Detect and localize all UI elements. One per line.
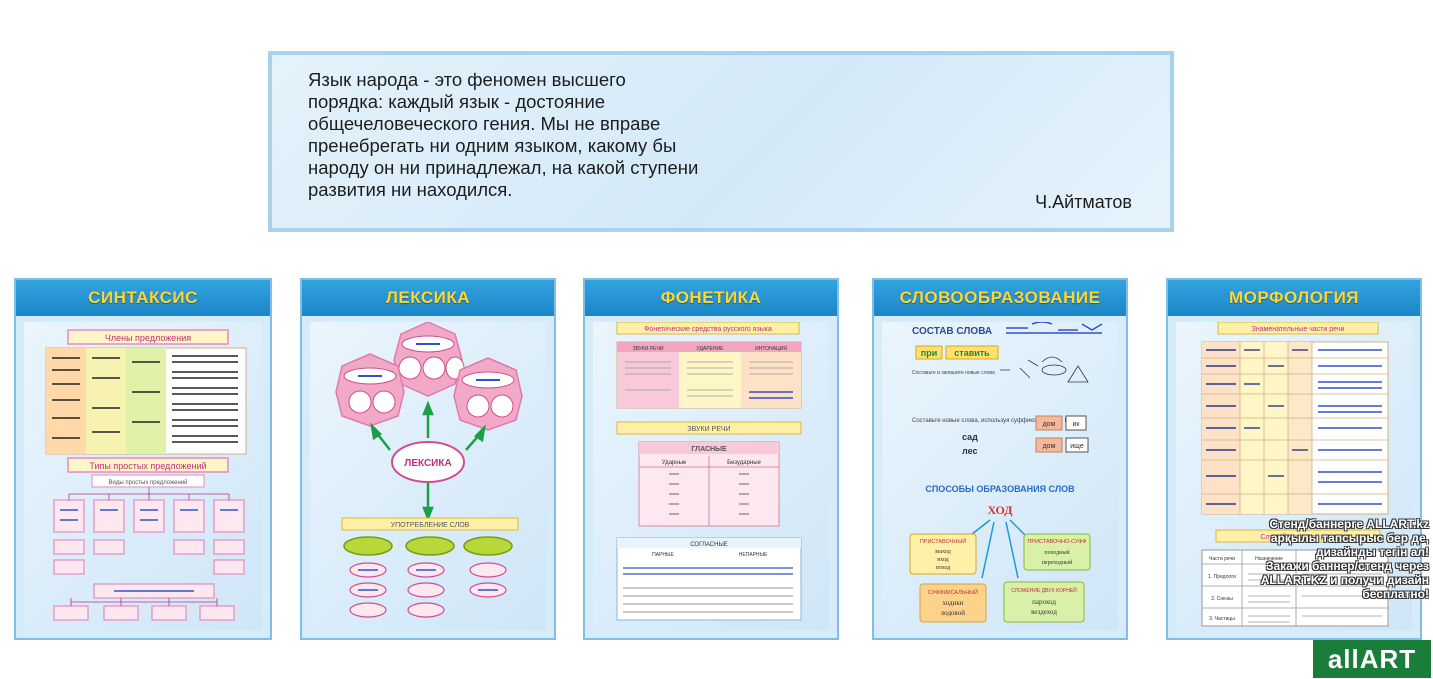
- wordform-diagram: СОСТАВ СЛОВА при ставить Составьте и зап…: [909, 322, 1103, 623]
- panel-header: МОРФОЛОГИЯ: [1168, 280, 1420, 316]
- wf-prefixal-word: вход: [937, 557, 948, 563]
- watermark-line: арқылы тапсырыс бер де,: [1270, 531, 1429, 545]
- syntax-members-label: Члены предложения: [105, 333, 191, 343]
- morph-row: 1. Предлоги: [1208, 574, 1236, 580]
- phon-sounds-label: ЗВУКИ РЕЧИ: [687, 426, 730, 433]
- panel-title: МОРФОЛОГИЯ: [1228, 288, 1360, 307]
- quote-line: народу он ни принадлежал, на какой ступе…: [308, 157, 699, 178]
- wf-composition: СОСТАВ СЛОВА: [912, 326, 992, 337]
- panel-body: Знаменательные части речи: [1176, 322, 1412, 630]
- panel-morphology: МОРФОЛОГИЯ Знаменательные части речи: [1166, 278, 1422, 640]
- panel-header: ЛЕКСИКА: [302, 280, 554, 316]
- wf-ische: ище: [1070, 443, 1084, 450]
- lexics-flower-left: [335, 353, 405, 427]
- wf-dom2: дом: [1043, 443, 1056, 450]
- lexics-center-label: ЛЕКСИКА: [404, 458, 451, 469]
- wf-prefsuff-word: переходный: [1042, 559, 1073, 566]
- phon-unpaired: НЕПАРНЫЕ: [739, 552, 768, 558]
- lexics-diagram: ЛЕКСИКА УПОТРЕБЛЕНИЕ СЛОВ: [335, 322, 523, 618]
- panel-title: ФОНЕТИКА: [660, 288, 762, 307]
- quote-line: общечеловеческого гения. Мы не вправе: [308, 113, 661, 134]
- wf-ik: ик: [1073, 421, 1081, 428]
- wf-word-sad: сад: [962, 432, 978, 442]
- lexics-usage-label: УПОТРЕБЛЕНИЕ СЛОВ: [391, 522, 470, 529]
- panel-title: ЛЕКСИКА: [385, 288, 471, 307]
- quote-text: Язык народа - это феномен высшего порядк…: [308, 69, 748, 201]
- wf-suffixal-word: ходики: [943, 599, 964, 607]
- quote-line: Язык народа - это феномен высшего: [308, 69, 626, 90]
- wf-prefsuff-word: походный: [1044, 549, 1070, 556]
- morph-col-name: Назначение: [1255, 556, 1283, 562]
- quote-line: порядка: каждый язык - достояние: [308, 91, 606, 112]
- phon-consonants-label: СОГЛАСНЫЕ: [690, 542, 728, 548]
- logo-text: allART: [1327, 643, 1417, 674]
- phon-paired: ПАРНЫЕ: [652, 552, 674, 558]
- wf-methods-label: СПОСОБЫ ОБРАЗОВАНИЯ СЛОВ: [925, 484, 1075, 494]
- panel-header: СИНТАКСИС: [16, 280, 270, 316]
- wf-suffixal: СУФФИКСАЛЬНЫЙ: [928, 588, 978, 596]
- panel-body: СОСТАВ СЛОВА при ставить Составьте и зап…: [882, 322, 1118, 630]
- morph-nominal-label: Знаменательные части речи: [1252, 326, 1345, 333]
- wf-prefix-word: при: [921, 348, 937, 358]
- quote-board: Язык народа - это феномен высшего порядк…: [268, 51, 1174, 232]
- allart-logo[interactable]: allART: [1313, 640, 1431, 678]
- wf-prefixal-word: выход: [935, 549, 951, 555]
- wf-roots: СЛОЖЕНИЕ ДВУХ КОРНЕЙ: [1011, 586, 1077, 594]
- lexics-flower-right: [453, 357, 523, 431]
- phon-vowels-label: ГЛАСНЫЕ: [691, 446, 727, 453]
- panel-body: Члены предложения Типы прост: [24, 322, 262, 630]
- phon-unstressed: Безударные: [727, 460, 761, 466]
- syntax-diagram: Члены предложения Типы прост: [45, 329, 247, 621]
- wf-roots-word: вездеход: [1031, 608, 1057, 616]
- phon-means-label: Фонетические средства русского языка: [644, 326, 772, 333]
- wf-word-les: лес: [962, 446, 978, 456]
- wf-task2: Составьте новые слова, используя суффикс…: [912, 418, 1076, 424]
- panel-header: СЛОВООБРАЗОВАНИЕ: [874, 280, 1126, 316]
- wf-dom1: дом: [1043, 421, 1056, 428]
- quote-line: пренебрегать ни одним языком, какому бы: [308, 135, 677, 156]
- watermark-line: дизайнды тегін ал!: [1315, 545, 1429, 559]
- panel-phonetics: ФОНЕТИКА Фонетические средства русского …: [583, 278, 839, 640]
- watermark-line: ALLART.KZ и получи дизайн: [1260, 573, 1429, 587]
- wf-prefixal-word: поход: [936, 565, 951, 571]
- panel-body: Фонетические средства русского языка ЗВУ…: [593, 322, 829, 630]
- watermark-line: Стенд/баннерге ALLART.kz: [1269, 517, 1429, 531]
- wf-prefsuff: ПРИСТАВОЧНО-СУФФ: [1027, 539, 1086, 545]
- morph-row: 3. Частицы: [1209, 616, 1235, 622]
- lexics-flower-top: [393, 322, 465, 397]
- quote-line: развития ни находился.: [308, 179, 513, 200]
- syntax-types-label: Типы простых предложений: [89, 461, 206, 471]
- panel-title: СИНТАКСИС: [88, 288, 198, 307]
- syntax-kinds-label: Виды простых предложений: [109, 479, 188, 486]
- phon-col1: ЗВУКИ РЕЧИ: [633, 346, 664, 352]
- panel-header: ФОНЕТИКА: [585, 280, 837, 316]
- phonetics-diagram: Фонетические средства русского языка ЗВУ…: [616, 322, 802, 621]
- wf-prefixal: ПРИСТАВОЧНЫЙ: [920, 537, 966, 545]
- panel-syntax: СИНТАКСИС Члены предложения: [14, 278, 272, 640]
- quote-author: Ч.Айтматов: [1035, 192, 1132, 212]
- panel-wordformation: СЛОВООБРАЗОВАНИЕ СОСТАВ СЛОВА при ставит…: [872, 278, 1128, 640]
- morph-service-label: Служебные части речи: [1260, 533, 1335, 541]
- panel-body: ЛЕКСИКА УПОТРЕБЛЕНИЕ СЛОВ: [310, 322, 546, 630]
- panel-lexics: ЛЕКСИКА: [300, 278, 556, 640]
- phon-col3: ИНТОНАЦИЯ: [755, 346, 787, 352]
- wf-hod: ХОД: [987, 503, 1013, 517]
- morphology-diagram: Знаменательные части речи: [1201, 322, 1389, 627]
- phon-col2: УДАРЕНИЕ: [697, 346, 725, 352]
- wf-task1: Составьте и запишите новые слова: [912, 370, 995, 376]
- wf-root-word: ставить: [954, 348, 990, 358]
- watermark: Стенд/баннерге ALLART.kz арқылы тапсырыс…: [1239, 517, 1429, 601]
- morph-row: 2. Союзы: [1211, 596, 1233, 602]
- watermark-line: бесплатно!: [1362, 587, 1429, 601]
- phon-stressed: Ударные: [662, 460, 687, 466]
- morph-col-part: Части речи: [1209, 556, 1235, 562]
- wf-roots-word: пароход: [1032, 598, 1056, 606]
- panel-title: СЛОВООБРАЗОВАНИЕ: [899, 288, 1101, 307]
- wf-suffixal-word: ходовой: [941, 609, 965, 617]
- watermark-line: Закажи баннер/стенд через: [1265, 559, 1429, 573]
